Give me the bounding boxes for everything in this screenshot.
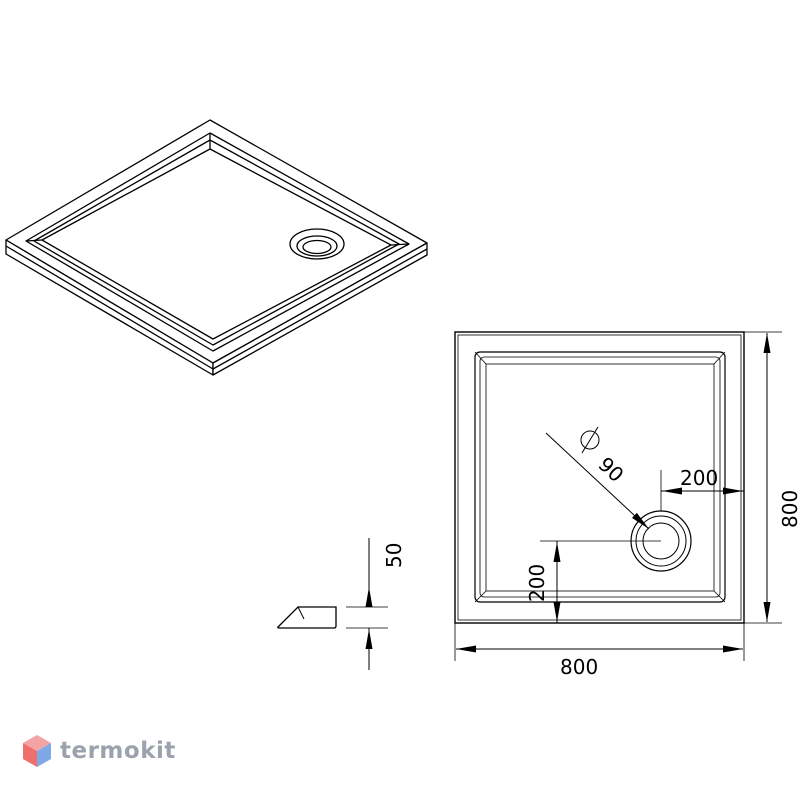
dim-offset-x-label: 200 <box>680 466 718 490</box>
diameter-leader <box>545 426 650 530</box>
dim-depth-label: 800 <box>778 490 800 528</box>
hexagon-cube-icon <box>23 735 51 767</box>
dim-offset-y-label: 200 <box>525 564 549 602</box>
dim-drain-offset-x <box>660 470 744 511</box>
watermark: termokit <box>22 734 176 768</box>
plan-view <box>454 331 745 624</box>
dim-width <box>454 623 745 661</box>
iso-drain <box>289 228 345 260</box>
isometric-view <box>5 119 428 376</box>
dim-height-label: 50 <box>382 543 406 568</box>
iso-basin-floor <box>41 148 392 340</box>
iso-inner-rim <box>25 132 410 352</box>
dim-depth <box>744 331 782 624</box>
iso-outer-rim <box>5 119 428 364</box>
plan-basin <box>485 363 715 592</box>
profile-shape <box>277 606 337 629</box>
iso-basin-top <box>33 139 400 346</box>
dim-drain-offset-y <box>540 540 661 623</box>
watermark-brand: termokit <box>60 738 176 764</box>
dim-width-label: 800 <box>560 655 598 679</box>
plan-inner-rim <box>474 351 726 603</box>
diameter-symbol-icon <box>580 430 600 450</box>
plan-outer <box>454 331 745 624</box>
side-profile <box>277 538 388 670</box>
